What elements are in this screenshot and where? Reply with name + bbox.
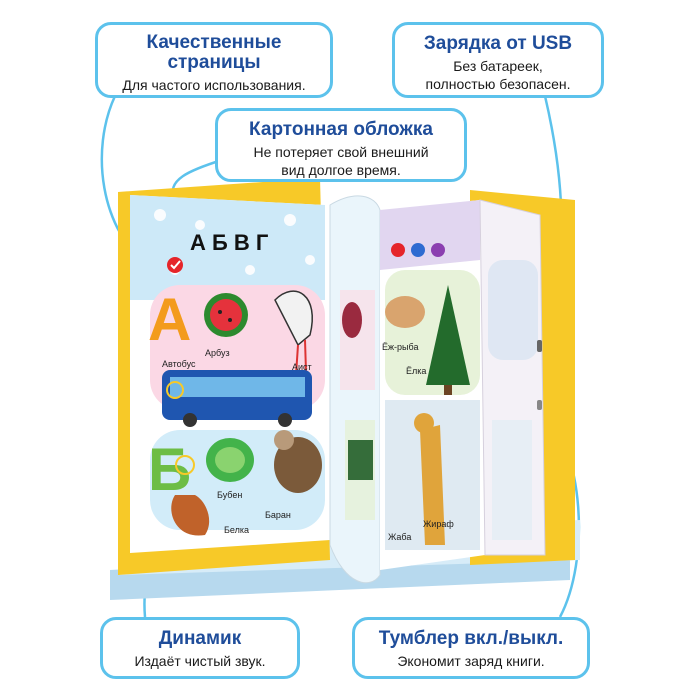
- callout-power-switch: Тумблер вкл./выкл. Экономит заряд книги.: [352, 617, 590, 679]
- callout-quality-desc: Для частого использования.: [122, 77, 306, 93]
- right-page: Ёж-рыба Ёлка Жираф Жаба: [380, 199, 546, 570]
- callout-switch-title: Тумблер вкл./выкл.: [378, 628, 564, 649]
- word-ezh-ryba: Ёж-рыба: [382, 342, 418, 352]
- word-belka: Белка: [224, 525, 249, 535]
- callout-cover-desc-1: Не потеряет свой внешний: [253, 144, 429, 160]
- letter-a: А: [148, 286, 191, 353]
- callout-quality-title-2: страницы: [167, 52, 261, 73]
- word-zhaba: Жаба: [388, 532, 411, 542]
- callout-speaker-title: Динамик: [158, 628, 242, 649]
- callout-usb-charging: Зарядка от USB Без батареек, полностью б…: [392, 22, 604, 98]
- left-page: А Б В Г А Арбуз Аист Автобус Б Бубен Бар…: [130, 195, 330, 553]
- word-elka: Ёлка: [406, 366, 426, 376]
- callout-usb-desc-2: полностью безопасен.: [425, 76, 571, 92]
- callout-switch-desc: Экономит заряд книги.: [397, 653, 545, 669]
- callout-cover-title: Картонная обложка: [249, 119, 433, 140]
- page-header-letters: А Б В Г: [190, 230, 269, 255]
- callout-cardboard-cover: Картонная обложка Не потеряет свой внешн…: [215, 108, 467, 182]
- callout-usb-desc-1: Без батареек,: [453, 58, 543, 74]
- callout-quality-pages: Качественные страницы Для частого исполь…: [95, 22, 333, 98]
- word-aist: Аист: [292, 362, 312, 372]
- word-zhiraf: Жираф: [423, 519, 454, 529]
- power-switch[interactable]: [537, 340, 542, 352]
- callout-speaker-desc: Издаёт чистый звук.: [134, 653, 266, 669]
- letter-b: Б: [148, 436, 191, 503]
- callout-speaker: Динамик Издаёт чистый звук.: [100, 617, 300, 679]
- callout-quality-title-1: Качественные: [146, 32, 282, 53]
- word-arbuz: Арбуз: [205, 348, 230, 358]
- word-avtobus: Автобус: [162, 359, 196, 369]
- word-baran: Баран: [265, 510, 291, 520]
- flipping-page: [329, 195, 381, 584]
- callout-usb-title: Зарядка от USB: [423, 33, 573, 54]
- callout-cover-desc-2: вид долгое время.: [281, 162, 401, 178]
- word-buben: Бубен: [217, 490, 242, 500]
